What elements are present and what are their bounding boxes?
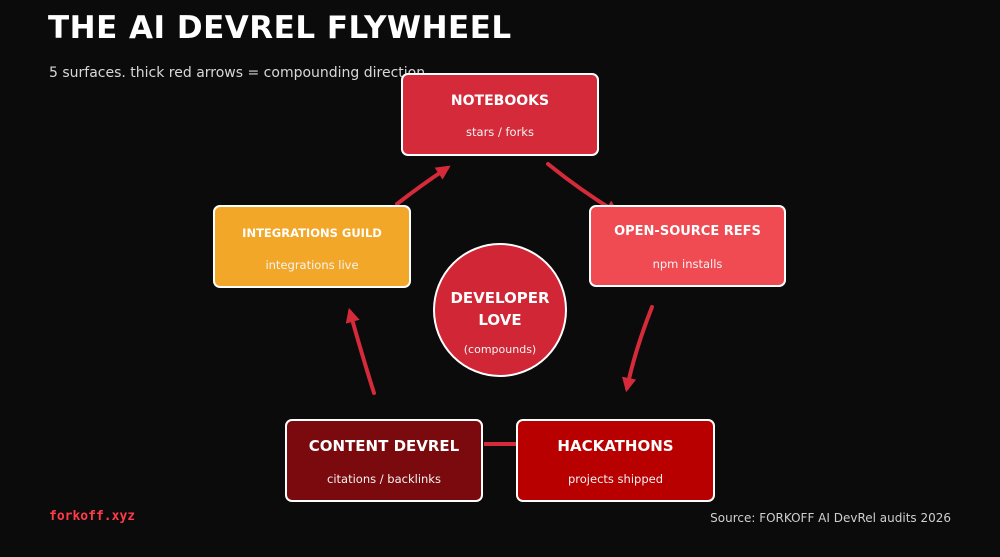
node-notebooks-metric: stars / forks <box>466 125 534 139</box>
node-open-source-refs-label: OPEN-SOURCE REFS <box>614 224 761 239</box>
hub-sublabel: (compounds) <box>463 343 537 356</box>
page-title: THE AI DEVREL FLYWHEEL <box>48 10 512 46</box>
arrow-content-to-integrations <box>345 307 376 395</box>
hub-label-line1: DEVELOPER <box>450 289 550 307</box>
page-subtitle: 5 surfaces. thick red arrows = compoundi… <box>49 65 426 81</box>
node-hackathons-label: HACKATHONS <box>557 437 674 455</box>
brand-logo-text: forkoff.xyz <box>49 509 136 524</box>
node-hackathons-metric: projects shipped <box>567 472 663 486</box>
arrow-integrations-to-notebooks <box>395 165 451 206</box>
node-hackathons: HACKATHONS projects shipped <box>516 419 715 502</box>
node-integrations-guild-label: INTEGRATIONS GUILD <box>242 226 382 240</box>
node-content-devrel-label: CONTENT DEVREL <box>308 437 460 455</box>
node-notebooks: NOTEBOOKS stars / forks <box>401 73 599 156</box>
arrow-oss-to-hackathons <box>622 305 654 393</box>
node-notebooks-label: NOTEBOOKS <box>450 93 550 109</box>
node-content-devrel: CONTENT DEVREL citations / backlinks <box>285 419 483 502</box>
node-integrations-guild-metric: integrations live <box>265 258 359 272</box>
node-open-source-refs-metric: npm installs <box>652 257 723 271</box>
node-open-source-refs: OPEN-SOURCE REFS npm installs <box>589 205 786 287</box>
node-content-devrel-metric: citations / backlinks <box>327 472 441 486</box>
hub-developer-love: DEVELOPER LOVE (compounds) <box>433 243 567 377</box>
source-note: Source: FORKOFF AI DevRel audits 2026 <box>710 511 951 525</box>
hub-label-line2: LOVE <box>478 311 522 329</box>
node-integrations-guild: INTEGRATIONS GUILD integrations live <box>213 205 411 288</box>
